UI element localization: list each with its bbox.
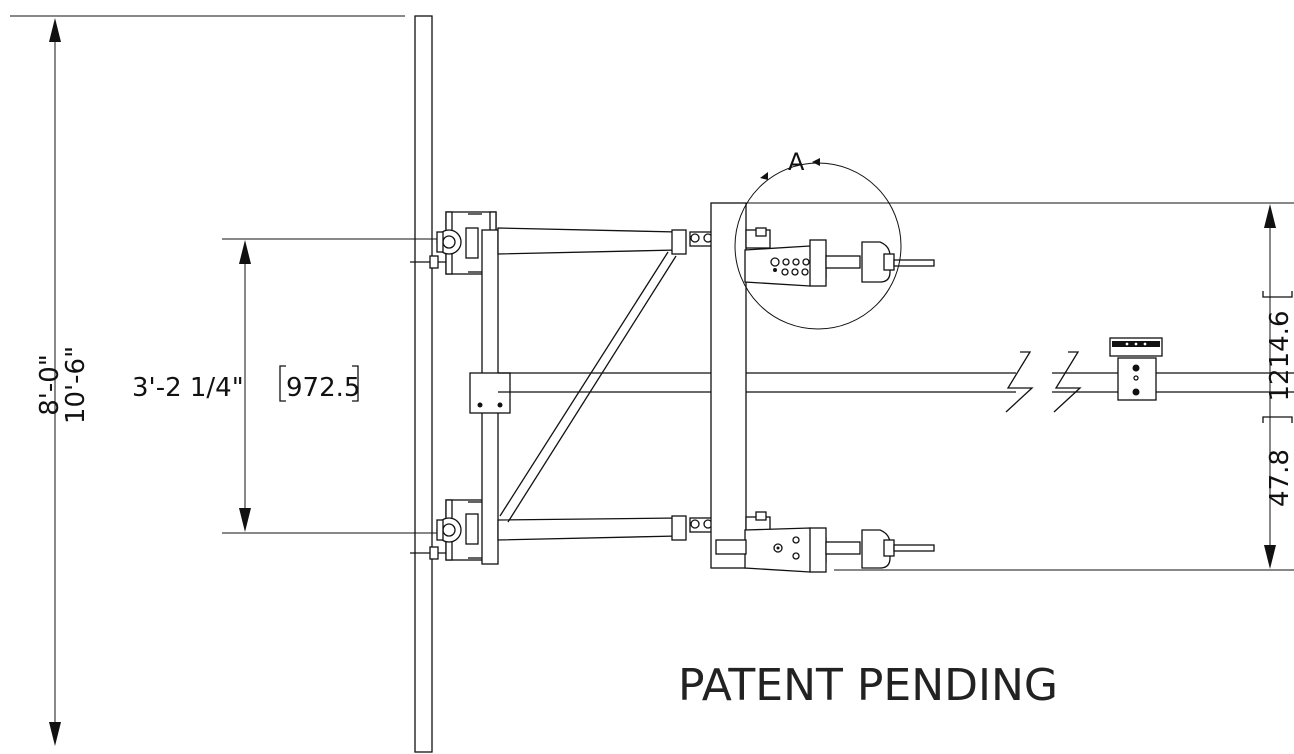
center-bracket xyxy=(469,372,511,414)
vertical-crossmember xyxy=(710,202,747,569)
horizontal-boom xyxy=(498,372,1294,393)
break-symbol xyxy=(1005,351,1082,413)
detail-callout-a: A xyxy=(734,148,902,330)
patent-notice: PATENT PENDING xyxy=(678,660,1058,711)
overall-height-label-2: 10'-6" xyxy=(61,346,91,424)
upper-clamp-assembly xyxy=(744,227,935,287)
detail-callout-label: A xyxy=(788,148,805,176)
arm-spacing-dimension: 3'-2 1/4" 972.5 xyxy=(132,238,440,534)
mast-pole xyxy=(414,15,433,753)
boom-end-equipment xyxy=(1109,337,1163,401)
pole-clamp-top xyxy=(410,211,497,275)
lower-arm xyxy=(497,515,717,541)
right-span-metric: 1214.6 xyxy=(1265,311,1294,402)
upper-arm xyxy=(497,227,717,255)
overall-height-label-1: 8'-0" xyxy=(35,354,65,416)
right-span-imperial: 47.8 xyxy=(1265,449,1294,507)
arm-spacing-imperial: 3'-2 1/4" xyxy=(132,373,244,403)
diagonal-brace xyxy=(499,251,677,523)
right-span-dimension: 47.8 1214.6 xyxy=(746,202,1294,571)
arm-spacing-metric: 972.5 xyxy=(286,373,360,403)
lower-clamp-assembly xyxy=(715,511,935,573)
overall-height-dimension: 8'-0" 10'-6" xyxy=(10,15,405,746)
